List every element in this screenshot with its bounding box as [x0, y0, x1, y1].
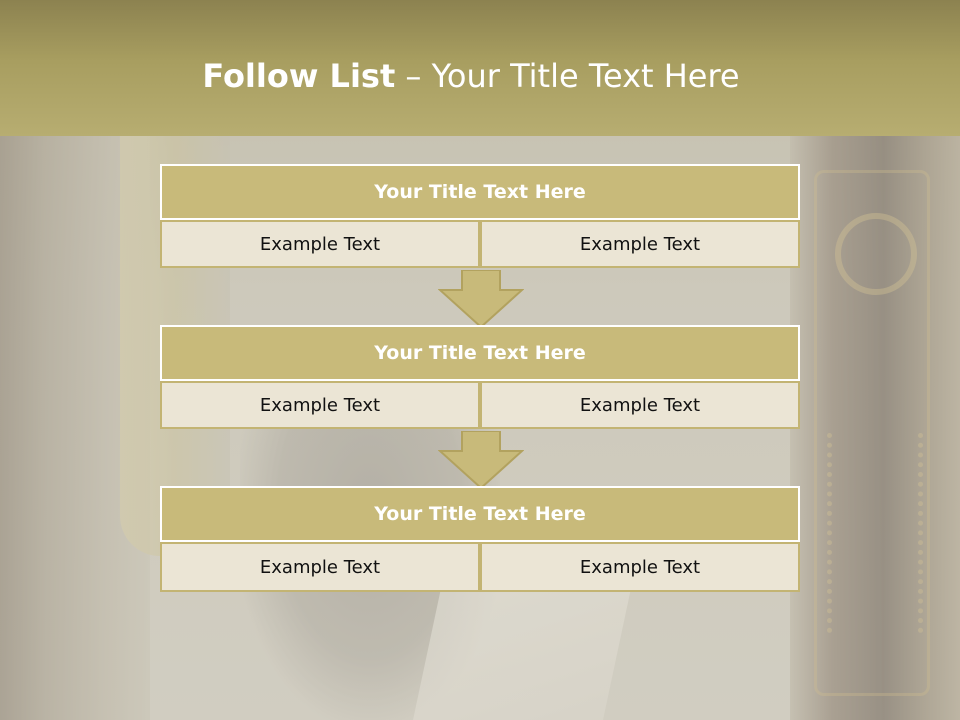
- follow-step-3: Your Title Text Here Example Text Exampl…: [160, 486, 800, 592]
- background-ornament: [814, 170, 930, 696]
- step-row: Example Text Example Text: [160, 381, 800, 429]
- step-cell-left: Example Text: [160, 220, 480, 268]
- step-row: Example Text Example Text: [160, 542, 800, 592]
- step-cell-left: Example Text: [160, 381, 480, 429]
- arrow-down-icon: [438, 270, 524, 328]
- follow-step-1: Your Title Text Here Example Text Exampl…: [160, 164, 800, 268]
- step-cell-right: Example Text: [480, 542, 800, 592]
- step-cell-right: Example Text: [480, 381, 800, 429]
- slide-title-rest: – Your Title Text Here: [405, 57, 740, 95]
- title-bar: Follow List – Your Title Text Here: [0, 0, 960, 136]
- step-row: Example Text Example Text: [160, 220, 800, 268]
- step-title: Your Title Text Here: [160, 164, 800, 220]
- follow-step-2: Your Title Text Here Example Text Exampl…: [160, 325, 800, 429]
- slide-title: Follow List – Your Title Text Here: [0, 54, 942, 98]
- step-title: Your Title Text Here: [160, 325, 800, 381]
- slide-title-bold: Follow List: [202, 57, 396, 95]
- step-cell-left: Example Text: [160, 542, 480, 592]
- step-cell-right: Example Text: [480, 220, 800, 268]
- arrow-down-icon: [438, 431, 524, 489]
- step-title: Your Title Text Here: [160, 486, 800, 542]
